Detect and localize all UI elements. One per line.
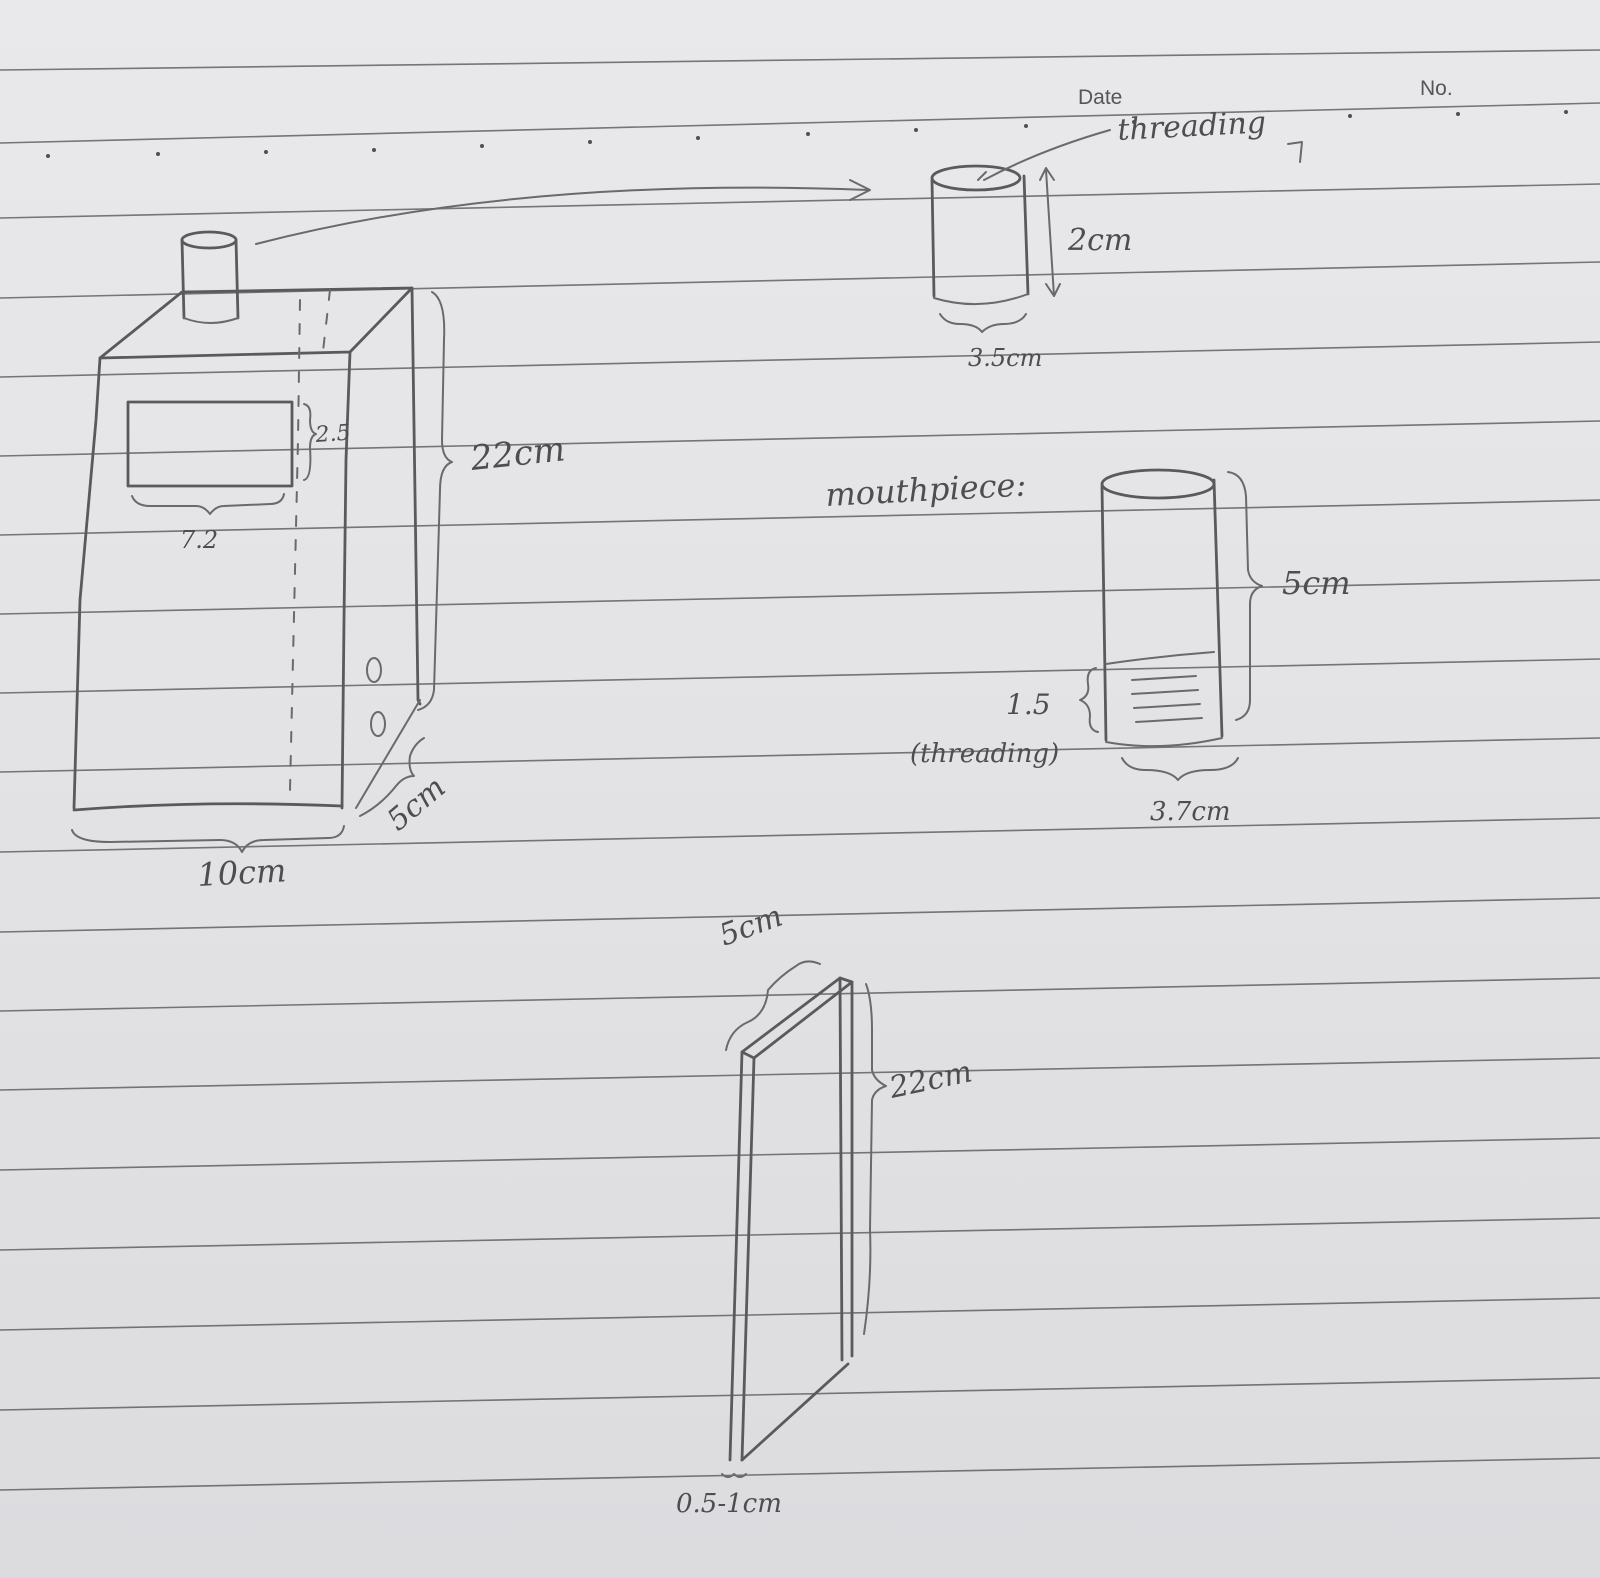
- device-button-icon: [366, 657, 382, 683]
- arrow-connector: [255, 186, 869, 245]
- ruled-line: [0, 977, 1600, 1012]
- device-box-sketch: [71, 230, 453, 853]
- device-height-label: 22cm: [468, 429, 567, 479]
- ruled-line: [0, 579, 1600, 615]
- ruled-line: [0, 420, 1600, 457]
- ruled-line: [0, 1297, 1600, 1331]
- ruled-lines: [0, 49, 1600, 1491]
- ruled-line: [0, 658, 1600, 694]
- screen-width-label: 7.2: [180, 526, 218, 554]
- mouthpiece-sketch: [1079, 468, 1263, 781]
- panel-sketch: [721, 960, 887, 1478]
- mouthpiece-diameter-label: 3.7cm: [1150, 797, 1231, 827]
- ruled-line: [0, 183, 1600, 219]
- device-button-icon: [370, 711, 386, 737]
- mouthpiece-height-label: 5cm: [1282, 564, 1351, 602]
- arrow-head-icon: [849, 179, 871, 201]
- ruled-line: [0, 1217, 1600, 1251]
- panel-height-label: 22cm: [885, 1054, 975, 1106]
- ruled-line: [0, 897, 1600, 933]
- ruled-line: [0, 1057, 1600, 1091]
- mouthpiece-thread-note-label: (threading): [910, 739, 1059, 769]
- ruled-line: [0, 341, 1600, 378]
- mouthpiece-label: mouthpiece:: [824, 466, 1027, 514]
- header-dots: [46, 110, 1568, 158]
- ruled-line: [0, 1377, 1600, 1411]
- device-screen-outline: [126, 400, 294, 488]
- cap-height-label: 2cm: [1067, 223, 1132, 258]
- mouthpiece-thread-length-label: 1.5: [1006, 688, 1051, 721]
- number-label: No.: [1420, 77, 1453, 100]
- panel-thickness-label: 0.5-1cm: [676, 1489, 782, 1519]
- ruled-line: [0, 499, 1600, 536]
- panel-width-label: 5cm: [715, 899, 787, 954]
- threading-label: threading: [1117, 105, 1267, 148]
- cap-diameter-label: 3.5cm: [968, 344, 1042, 372]
- device-depth-label: 5cm: [381, 770, 453, 838]
- date-label: Date: [1078, 86, 1122, 109]
- ruled-line: [0, 817, 1600, 853]
- ruled-line: [0, 261, 1600, 299]
- ruled-line: [0, 1137, 1600, 1171]
- ruled-line: [0, 737, 1600, 773]
- ruled-line: [0, 102, 1600, 144]
- ruled-line: [0, 1457, 1600, 1491]
- ruled-line: [0, 49, 1600, 71]
- device-width-label: 10cm: [196, 851, 287, 894]
- screen-height-label: 2.5: [314, 421, 352, 448]
- cap-sketch: [930, 129, 1303, 333]
